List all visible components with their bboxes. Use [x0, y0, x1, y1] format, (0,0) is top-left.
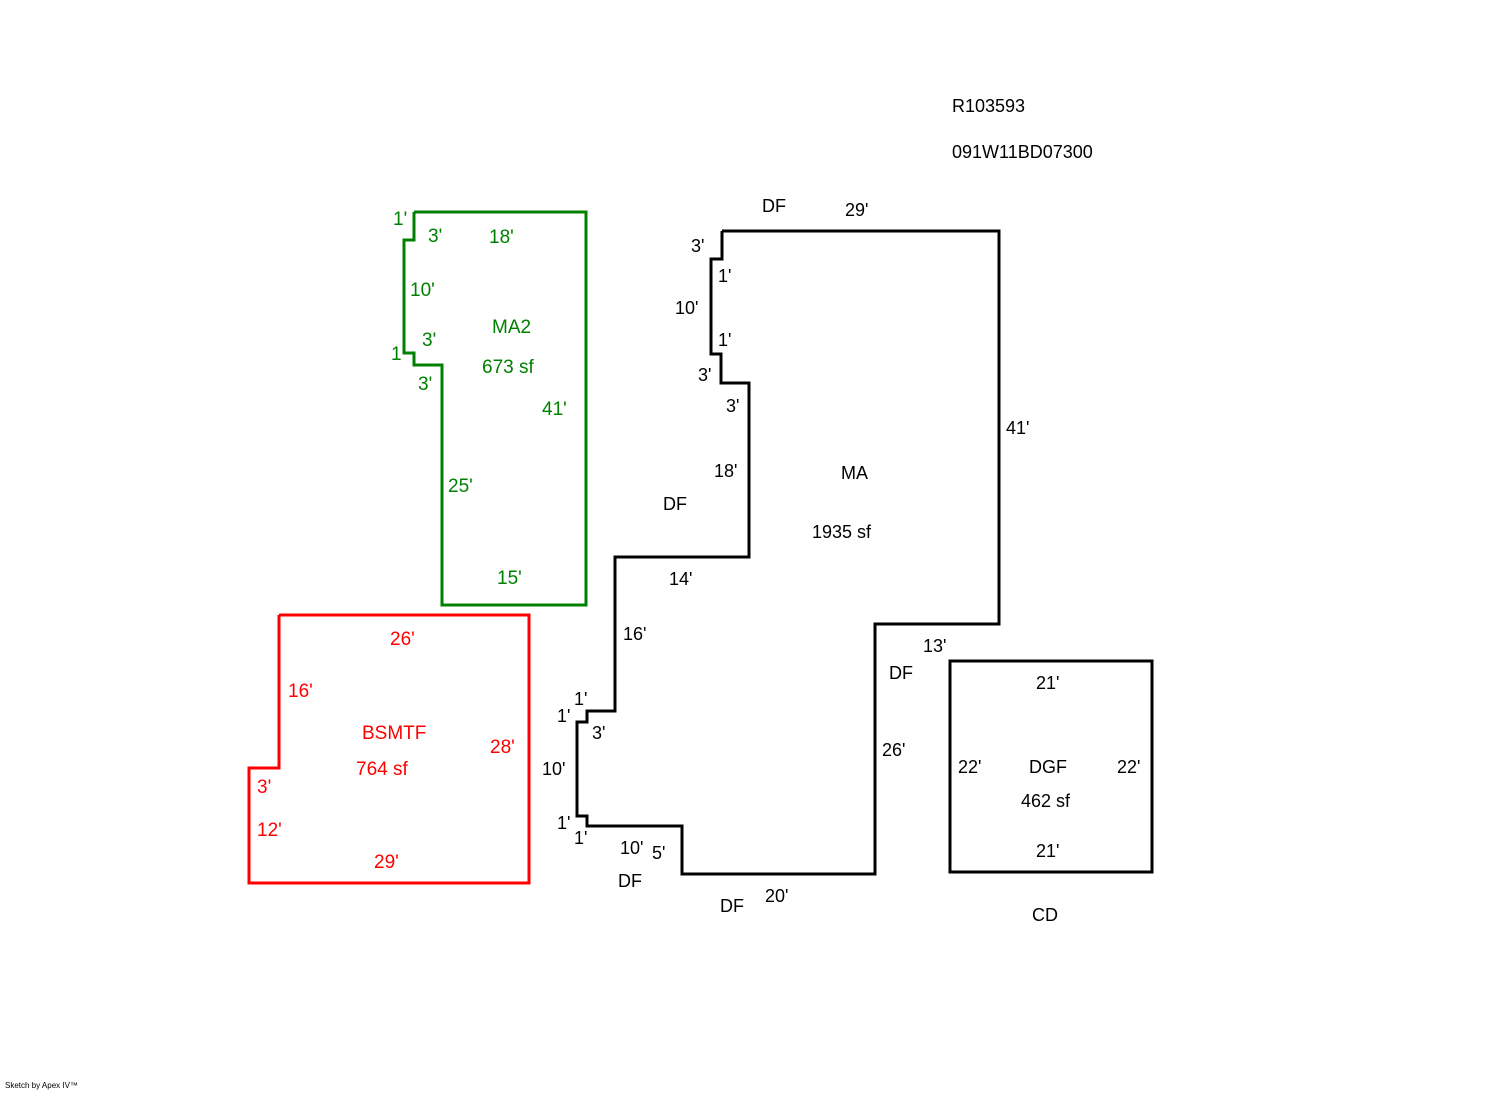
ma-area: 1935 sf	[812, 522, 872, 542]
map-taxlot-number: 091W11BD07300	[952, 142, 1093, 162]
ma-note-df-bottom-left: DF	[618, 871, 642, 891]
ma-outline	[575, 229, 1001, 876]
ma-dim-jog-mid-a: 1'	[557, 706, 570, 726]
area-ma: MA 1935 sf 29' 41' 13' 26' 20' 5' 10' 1'…	[542, 196, 1029, 916]
ma-dim-left-lower: 10'	[542, 759, 565, 779]
bsmtf-dim-top: 26'	[390, 629, 415, 650]
ma-dim-bottom: 20'	[765, 886, 788, 906]
bsmtf-dim-right: 28'	[490, 737, 515, 758]
dgf-dim-right: 22'	[1117, 757, 1140, 777]
ma2-dim-bottom: 15'	[497, 568, 522, 589]
bsmtf-dim-left-upper: 16'	[288, 681, 313, 702]
ma2-dim-notch-lower: 3'	[422, 330, 436, 351]
ma-dim-step-right: 13'	[923, 636, 946, 656]
ma2-dim-jog-lower: 1'	[391, 344, 405, 365]
ma-note-df-top: DF	[762, 196, 786, 216]
ma-note-df-left: DF	[663, 494, 687, 514]
ma2-name: MA2	[492, 317, 531, 338]
dgf-area: 462 sf	[1021, 791, 1071, 811]
dgf-name: DGF	[1029, 757, 1067, 777]
ma2-dim-right: 41'	[542, 399, 567, 420]
ma2-dim-left-lower: 25'	[448, 476, 473, 497]
ma-dim-notch-top: 3'	[691, 236, 704, 256]
ma2-dim-jog-upper: 1'	[393, 209, 407, 230]
area-bsmtf: BSMTF 764 sf 26' 28' 29' 12' 3' 16'	[247, 613, 531, 885]
ma-dim-left-upper: 18'	[714, 461, 737, 481]
ma2-dim-top: 18'	[489, 227, 514, 248]
ma-name: MA	[841, 463, 868, 483]
bsmtf-dim-step: 3'	[257, 777, 271, 798]
dgf-note-cd: CD	[1032, 905, 1058, 925]
bsmtf-dim-bottom: 29'	[374, 852, 399, 873]
ma2-area: 673 sf	[482, 357, 534, 378]
ma-dim-right-lower: 26'	[882, 740, 905, 760]
ma-dim-left-top: 10'	[675, 298, 698, 318]
ma2-dim-notch-upper: 3'	[428, 226, 442, 247]
ma-dim-jog-bottom-b: 1'	[557, 813, 570, 833]
ma-dim-notch-b: 3'	[698, 365, 711, 385]
account-number: R103593	[952, 96, 1026, 116]
ma-note-df-bottom: DF	[720, 896, 744, 916]
ma-dim-step-horizontal: 14'	[669, 569, 692, 589]
ma-dim-right: 41'	[1006, 418, 1029, 438]
area-ma2: MA2 673 sf 18' 41' 15' 25' 3' 3' 1' 10' …	[391, 209, 588, 607]
ma2-dim-step-lower: 3'	[418, 374, 432, 395]
area-dgf: DGF 462 sf 21' 22' 21' 22' CD	[948, 659, 1154, 925]
ma-dim-jog-mid-b: 1'	[574, 689, 587, 709]
ma-dim-jog-top-a: 1'	[718, 330, 731, 350]
dgf-dim-bottom: 21'	[1036, 841, 1059, 861]
bsmtf-area: 764 sf	[356, 759, 408, 780]
dgf-dim-left: 22'	[958, 757, 981, 777]
ma2-dim-left-upper: 10'	[410, 280, 435, 301]
dgf-dim-top: 21'	[1036, 673, 1059, 693]
dgf-outline	[948, 659, 1154, 874]
bsmtf-name: BSMTF	[362, 723, 426, 744]
ma-dim-left-mid: 16'	[623, 624, 646, 644]
sketch-credit: Sketch by Apex IV™	[5, 1081, 78, 1090]
ma2-outline	[402, 210, 588, 607]
ma-dim-notch-a: 3'	[726, 396, 739, 416]
ma-dim-step-mid: 3'	[592, 723, 605, 743]
ma-note-df-right: DF	[889, 663, 913, 683]
bsmtf-dim-left-lower: 12'	[257, 820, 282, 841]
ma-dim-jog-top-b: 1'	[718, 266, 731, 286]
bsmtf-outline	[247, 613, 531, 885]
ma-dim-jog-bottom-a: 1'	[574, 828, 587, 848]
ma-dim-top: 29'	[845, 200, 868, 220]
ma-dim-bottom-left: 10'	[620, 838, 643, 858]
ma-dim-bottom-step: 5'	[652, 843, 665, 863]
